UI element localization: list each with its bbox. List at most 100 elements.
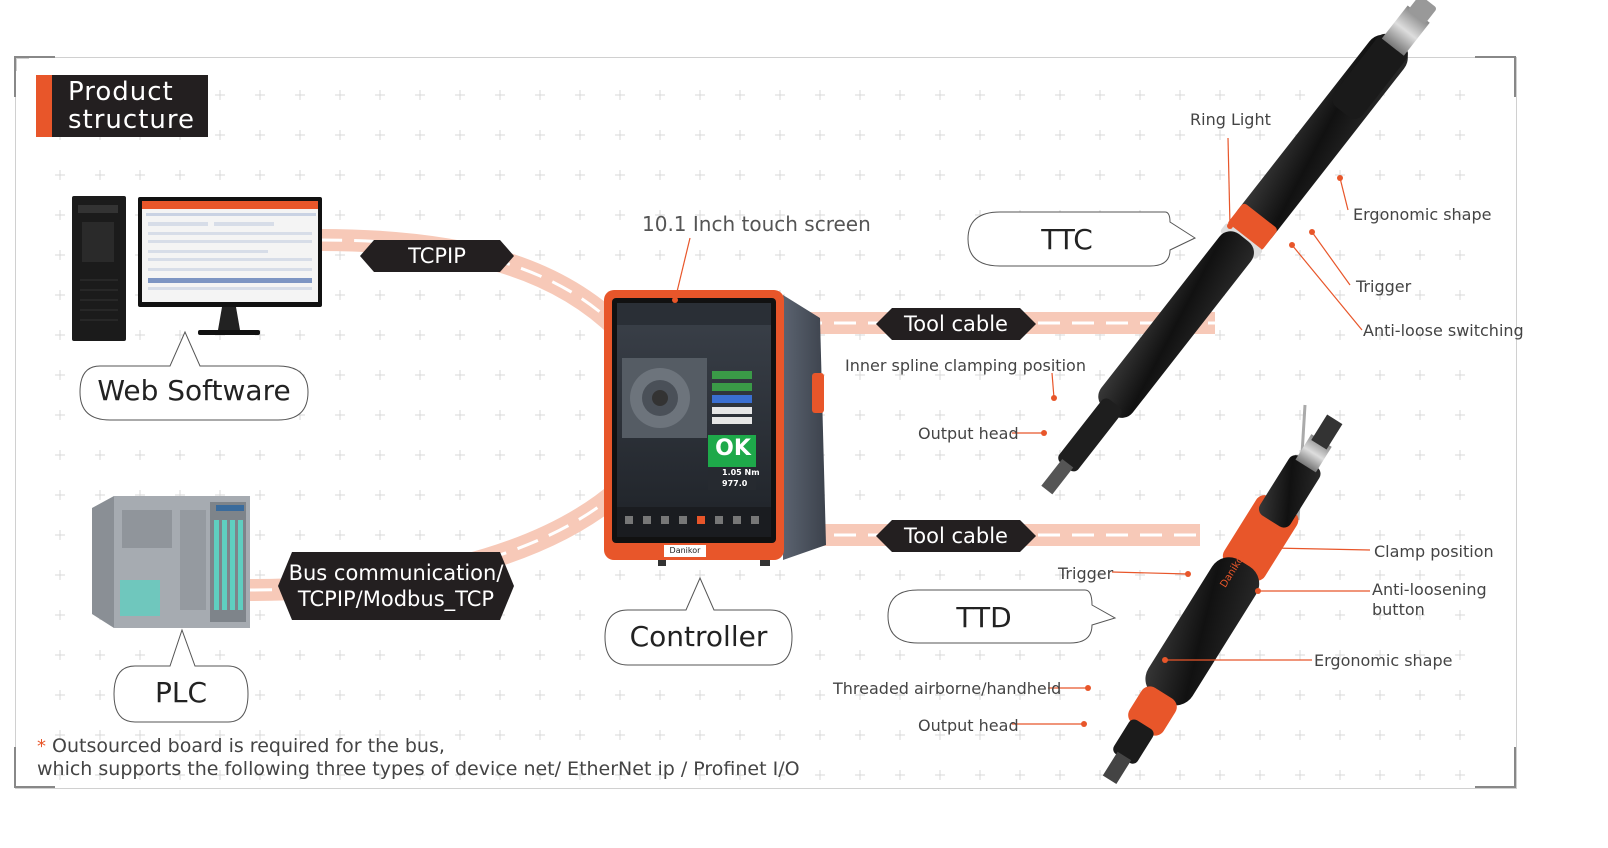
grid-plus — [815, 290, 825, 300]
grid-plus — [1255, 290, 1265, 300]
callout-clamp-position: Clamp position — [1374, 542, 1494, 561]
grid-plus — [615, 770, 625, 780]
grid-plus — [1175, 90, 1185, 100]
grid-plus — [1455, 250, 1465, 260]
grid-plus — [295, 90, 305, 100]
grid-plus — [1295, 370, 1305, 380]
grid-plus — [495, 530, 505, 540]
grid-plus — [1375, 610, 1385, 620]
grid-plus — [495, 130, 505, 140]
controller-bubble — [604, 576, 793, 666]
grid-plus — [615, 690, 625, 700]
label-web-software: Web Software — [97, 374, 291, 407]
grid-plus — [1455, 530, 1465, 540]
tag-tool-cable-bottom: Tool cable — [904, 524, 1008, 548]
grid-plus — [375, 370, 385, 380]
grid-plus — [255, 770, 265, 780]
grid-plus — [95, 650, 105, 660]
grid-plus — [1455, 130, 1465, 140]
grid-plus — [495, 210, 505, 220]
grid-plus — [855, 770, 865, 780]
grid-plus — [1415, 210, 1425, 220]
grid-plus — [1375, 490, 1385, 500]
grid-plus — [1015, 730, 1025, 740]
grid-plus — [1255, 410, 1265, 420]
grid-plus — [735, 210, 745, 220]
grid-plus — [735, 90, 745, 100]
grid-plus — [695, 130, 705, 140]
grid-plus — [935, 650, 945, 660]
grid-plus — [975, 130, 985, 140]
grid-plus — [575, 610, 585, 620]
grid-plus — [975, 490, 985, 500]
grid-plus — [335, 170, 345, 180]
grid-plus — [335, 770, 345, 780]
grid-plus — [535, 130, 545, 140]
grid-plus — [1095, 450, 1105, 460]
grid-plus — [1175, 170, 1185, 180]
grid-plus — [1175, 250, 1185, 260]
grid-plus — [55, 530, 65, 540]
grid-plus — [1335, 610, 1345, 620]
grid-plus — [895, 570, 905, 580]
grid-plus — [495, 730, 505, 740]
grid-plus — [895, 770, 905, 780]
grid-plus — [495, 90, 505, 100]
grid-plus — [1095, 290, 1105, 300]
grid-plus — [455, 170, 465, 180]
grid-plus — [575, 370, 585, 380]
grid-plus — [335, 330, 345, 340]
grid-plus — [255, 530, 265, 540]
grid-plus — [535, 370, 545, 380]
grid-plus — [855, 90, 865, 100]
grid-plus — [55, 770, 65, 780]
grid-plus — [1375, 170, 1385, 180]
grid-plus — [1095, 370, 1105, 380]
grid-plus — [1455, 170, 1465, 180]
grid-plus — [1295, 90, 1305, 100]
grid-plus — [1095, 730, 1105, 740]
grid-plus — [95, 730, 105, 740]
grid-plus — [855, 730, 865, 740]
grid-plus — [935, 250, 945, 260]
grid-plus — [1295, 570, 1305, 580]
grid-plus — [815, 130, 825, 140]
grid-plus — [295, 730, 305, 740]
grid-plus — [1335, 210, 1345, 220]
grid-plus — [935, 490, 945, 500]
grid-plus — [1175, 730, 1185, 740]
grid-plus — [1215, 90, 1225, 100]
grid-plus — [455, 130, 465, 140]
grid-plus — [375, 130, 385, 140]
grid-plus — [575, 650, 585, 660]
grid-plus — [455, 770, 465, 780]
grid-plus — [775, 170, 785, 180]
grid-plus — [1255, 770, 1265, 780]
grid-plus — [1135, 770, 1145, 780]
footnote-line2: which supports the following three types… — [37, 758, 800, 780]
callout-ttc-ergonomic: Ergonomic shape — [1353, 205, 1492, 224]
grid-plus — [855, 410, 865, 420]
grid-plus — [1335, 370, 1345, 380]
grid-plus — [335, 250, 345, 260]
grid-plus — [775, 210, 785, 220]
grid-plus — [575, 250, 585, 260]
grid-plus — [1215, 370, 1225, 380]
ttc-tool — [1041, 0, 1436, 495]
grid-plus — [455, 330, 465, 340]
grid-plus — [855, 130, 865, 140]
grid-plus — [895, 370, 905, 380]
grid-plus — [1175, 370, 1185, 380]
grid-plus — [615, 250, 625, 260]
grid-plus — [1095, 650, 1105, 660]
grid-plus — [1135, 450, 1145, 460]
grid-plus — [1015, 410, 1025, 420]
grid-plus — [935, 170, 945, 180]
grid-plus — [655, 770, 665, 780]
grid-plus — [1335, 650, 1345, 660]
grid-plus — [1055, 130, 1065, 140]
grid-plus — [975, 410, 985, 420]
grid-plus — [815, 690, 825, 700]
ttd-callout-lines — [1012, 547, 1371, 725]
grid-plus — [1375, 730, 1385, 740]
